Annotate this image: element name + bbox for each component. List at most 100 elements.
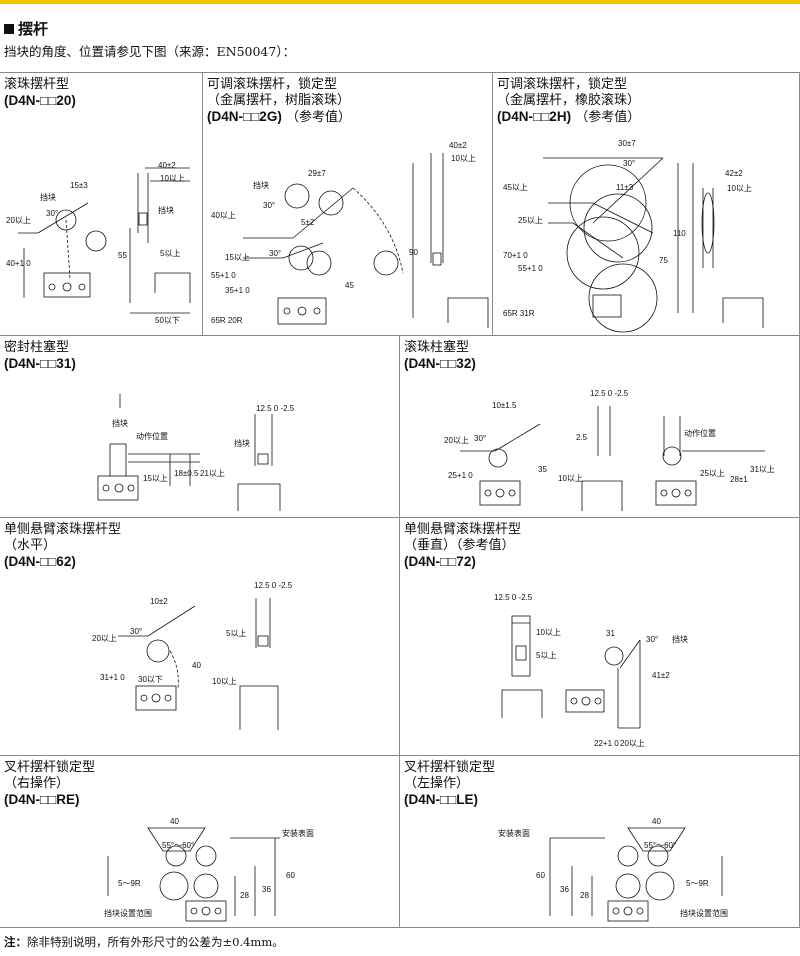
- panel-d4n-72: 单侧悬臂滚珠摆杆型 （垂直）（参考值）(D4N-□□72) 12.5 0 -2.…: [400, 518, 800, 756]
- dimension-label: 5以上: [536, 651, 556, 660]
- dimension-label: 40±2: [158, 161, 176, 170]
- dimension-label: 45以上: [503, 183, 528, 192]
- dimension-label: 5～9R: [118, 879, 141, 888]
- dimension-label: 30°: [646, 635, 658, 644]
- dimension-label: 75: [659, 256, 668, 265]
- dimension-label: 12.5 0 -2.5: [590, 389, 629, 398]
- dimension-label: 12.5 0 -2.5: [256, 404, 295, 413]
- dimension-label: 30°: [46, 209, 58, 218]
- drawing-d4n-32: 10±1.5 20以上 30° 25+1 0 35 12.5 0 -2.5 2.…: [444, 389, 775, 511]
- section-subtitle: 挡块的角度、位置请参见下图（来源：EN50047）：: [4, 44, 296, 59]
- dimension-label: 挡块: [672, 634, 688, 644]
- drawing-d4n-re: 40 安装表面 55°～60° 60 36 28 5～9R 挡块设置范围: [104, 817, 314, 922]
- panel-title: 滚珠柱塞型(D4N-□□32): [404, 340, 476, 371]
- dimension-label: 30±7: [618, 139, 636, 148]
- dimension-label: 35: [538, 465, 547, 474]
- dimension-label: 22+1 0: [594, 739, 619, 748]
- dimension-label: 36: [560, 885, 569, 894]
- dimension-label: 90: [409, 248, 418, 257]
- footnote: 注：除非特别说明，所有外形尺寸的公差为±0.4mm。: [4, 935, 284, 949]
- panel-d4n-2g: 可调滚珠摆杆，锁定型 （金属摆杆，树脂滚珠）(D4N-□□2G) （参考值） 挡…: [203, 72, 493, 336]
- dimension-label: 5±2: [301, 218, 315, 227]
- dimension-label: 挡块: [234, 438, 250, 448]
- dimension-label: 10以上: [558, 474, 583, 483]
- dimension-label: 30°: [474, 434, 486, 443]
- dimension-label: 55°～60°: [644, 841, 676, 850]
- dimension-label: 20以上: [620, 739, 645, 748]
- section-title-text: 摆杆: [18, 20, 49, 38]
- dimension-label: 50以下: [155, 316, 180, 325]
- dimension-label: 挡块设置范围: [680, 908, 728, 918]
- dimension-label: 30以下: [138, 675, 163, 684]
- panel-title: 可调滚珠摆杆，锁定型 （金属摆杆，树脂滚珠）(D4N-□□2G) （参考值）: [207, 77, 351, 125]
- dimension-label: 挡块: [253, 180, 269, 190]
- dimension-label: 5～9R: [686, 879, 709, 888]
- dimension-label: 5以上: [160, 249, 180, 258]
- dimension-label: 36: [262, 885, 271, 894]
- panel-d4n-2h: 可调滚珠摆杆，锁定型 （金属摆杆，橡胶滚珠）(D4N-□□2H) （参考值） 3…: [493, 72, 800, 336]
- dimension-label: 55°～60°: [162, 841, 194, 850]
- panel-title: 叉杆摆杆锁定型 （右操作）(D4N-□□RE): [4, 760, 96, 807]
- dimension-label: 42±2: [725, 169, 743, 178]
- dimension-label: 31: [606, 629, 615, 638]
- dimension-label: 70+1 0: [503, 251, 528, 260]
- dimension-label: 12.5 0 -2.5: [494, 593, 533, 602]
- panel-d4n-re: 叉杆摆杆锁定型 （右操作）(D4N-□□RE) 40 安装表面 55°～60° …: [0, 756, 400, 928]
- dimension-label: 安装表面: [498, 828, 530, 838]
- panel-title: 滚珠摆杆型(D4N-□□20): [4, 77, 76, 108]
- dimension-label: 40: [170, 817, 179, 826]
- dimension-label: 28±1: [730, 475, 748, 484]
- dimension-label: 挡块设置范围: [104, 908, 152, 918]
- panel-title: 可调滚珠摆杆，锁定型 （金属摆杆，橡胶滚珠）(D4N-□□2H) （参考值）: [497, 77, 641, 125]
- dimension-label: 25+1 0: [448, 471, 473, 480]
- dimension-label: 60: [286, 871, 295, 880]
- dimension-label: 25以上: [518, 216, 543, 225]
- panel-title: 密封柱塞型(D4N-□□31): [4, 340, 76, 371]
- dimension-label: 10±2: [150, 597, 168, 606]
- dimension-label: 30°: [263, 201, 275, 210]
- dimension-label: 30°: [623, 159, 635, 168]
- dimension-label: 挡块: [112, 418, 128, 428]
- dimension-label: 15以上: [225, 253, 250, 262]
- dimension-label: 18±0.5: [174, 469, 199, 478]
- drawing-d4n-72: 12.5 0 -2.5 10以上 5以上 31 30° 挡块 41±2 22+1…: [494, 593, 688, 748]
- dimension-label: 10±1.5: [492, 401, 517, 410]
- dimension-label: 安装表面: [282, 828, 314, 838]
- dimension-label: 挡块: [158, 205, 174, 215]
- dimension-label: 挡块: [40, 192, 56, 202]
- dimension-label: 10以上: [212, 677, 237, 686]
- dimension-label: 40±2: [449, 141, 467, 150]
- dimension-label: 20以上: [444, 436, 469, 445]
- panel-title: 单侧悬臂滚珠摆杆型 （垂直）（参考值）(D4N-□□72): [404, 522, 522, 569]
- panel-d4n-20: 滚珠摆杆型(D4N-□□20) 15±3 挡块 30° 20以上 40+1 0 …: [0, 72, 203, 336]
- dimension-label: 40+1 0: [6, 259, 31, 268]
- square-bullet-icon: [4, 24, 14, 34]
- dimension-label: 110: [673, 229, 686, 238]
- dimension-label: 5以上: [226, 629, 246, 638]
- dimension-label: 10以上: [451, 154, 476, 163]
- dimension-label: 20以上: [6, 216, 31, 225]
- drawing-d4n-20: 15±3 挡块 30° 20以上 40+1 0 40±2 10以上 挡块 55 …: [6, 161, 191, 325]
- dimension-label: 65R 20R: [211, 316, 243, 325]
- dimension-label: 20以上: [92, 634, 117, 643]
- dimension-label: 40: [192, 661, 201, 670]
- panel-d4n-31: 密封柱塞型(D4N-□□31) 挡块 动作位置 15以上 18±0.5 21以上…: [0, 336, 400, 518]
- dimension-label: 28: [580, 891, 589, 900]
- dimension-label: 40以上: [211, 211, 236, 220]
- dimension-label: 11±3: [616, 183, 634, 192]
- dimension-label: 10以上: [536, 628, 561, 637]
- dimension-label: 15以上: [143, 474, 168, 483]
- dimension-label: 10以上: [160, 174, 185, 183]
- dimension-label: 25以上: [700, 469, 725, 478]
- drawing-d4n-31: 挡块 动作位置 15以上 18±0.5 21以上 12.5 0 -2.5 挡块: [97, 394, 295, 511]
- drawing-d4n-2g: 挡块 29±7 30° 40以上 5±2 15以上 30° 55+1 0 35+…: [211, 141, 489, 328]
- dimension-label: 31以上: [750, 465, 775, 474]
- panel-d4n-le: 叉杆摆杆锁定型 （左操作）(D4N-□□LE) 40 安装表面 55°～60° …: [400, 756, 800, 928]
- panel-title: 单侧悬臂滚珠摆杆型 （水平）(D4N-□□62): [4, 522, 122, 569]
- panel-d4n-32: 滚珠柱塞型(D4N-□□32) 10±1.5 20以上 30° 25+1 0 3…: [400, 336, 800, 518]
- dimension-label: 45: [345, 281, 354, 290]
- drawing-d4n-62: 10±2 20以上 30° 31+1 0 30以下 40 12.5 0 -2.5…: [92, 581, 293, 730]
- dimension-label: 41±2: [652, 671, 670, 680]
- dimension-label: 动作位置: [684, 428, 716, 438]
- dimension-label: 55+1 0: [211, 271, 236, 280]
